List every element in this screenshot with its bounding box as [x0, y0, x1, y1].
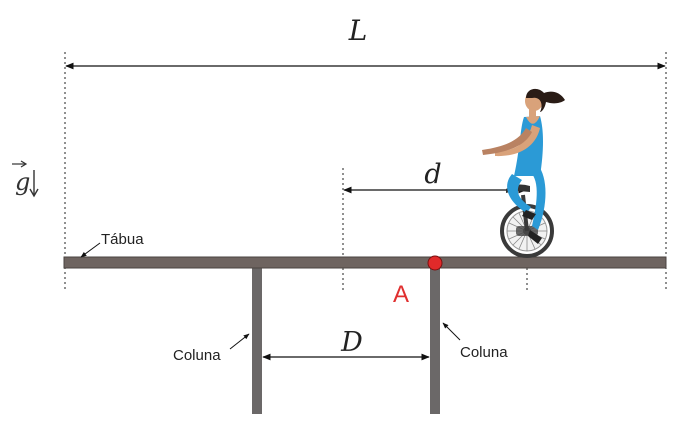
distance-d-label: d — [424, 159, 441, 190]
point-A-marker — [427, 255, 443, 271]
dashed-reference-lines — [64, 52, 667, 292]
left-column — [252, 268, 262, 414]
right-column — [430, 268, 440, 414]
board-label: Tábua — [101, 231, 144, 248]
gravity-g-label: g — [15, 168, 30, 196]
gravity-vector: g — [12, 160, 39, 198]
right-column-pointer-arrow — [442, 322, 461, 341]
left-column-pointer-arrow — [229, 333, 250, 350]
distance-D-label: D — [340, 327, 363, 358]
down-arrow-icon — [29, 170, 39, 198]
vector-arrow-over-g-icon — [12, 160, 28, 168]
point-A-label: A — [393, 281, 409, 308]
unicyclist-woman-icon — [482, 88, 565, 258]
right-column-label: Coluna — [460, 344, 508, 361]
left-column-label: Coluna — [173, 347, 221, 364]
board-pointer-arrow — [80, 242, 101, 258]
board — [63, 256, 667, 269]
length-L-label: L — [348, 14, 368, 47]
